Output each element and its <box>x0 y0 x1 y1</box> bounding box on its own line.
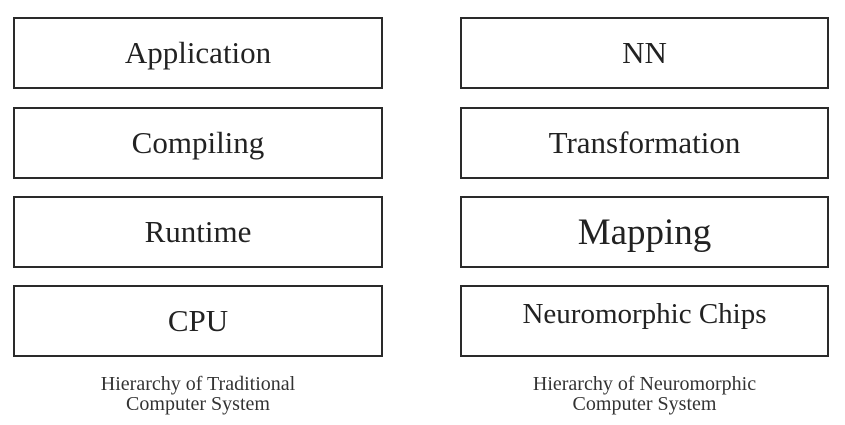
layer-cpu: CPU <box>13 285 383 357</box>
traditional-caption-line2: Computer System <box>126 393 270 415</box>
neuromorphic-caption-line1: Hierarchy of Neuromorphic <box>532 373 757 395</box>
layer-nn: NN <box>460 17 829 89</box>
layer-runtime: Runtime <box>13 196 383 268</box>
layer-neuromorphic-chips: Neuromorphic Chips <box>460 285 829 357</box>
layer-application: Application <box>13 17 383 89</box>
layer-mapping: Mapping <box>460 196 829 268</box>
traditional-caption: Hierarchy of Traditional Computer System <box>13 374 383 414</box>
neuromorphic-caption: Hierarchy of Neuromorphic Computer Syste… <box>460 374 829 414</box>
neuromorphic-caption-line2: Computer System <box>572 393 717 415</box>
traditional-caption-line1: Hierarchy of Traditional <box>100 373 296 395</box>
layer-compiling: Compiling <box>13 107 383 179</box>
layer-transformation: Transformation <box>460 107 829 179</box>
